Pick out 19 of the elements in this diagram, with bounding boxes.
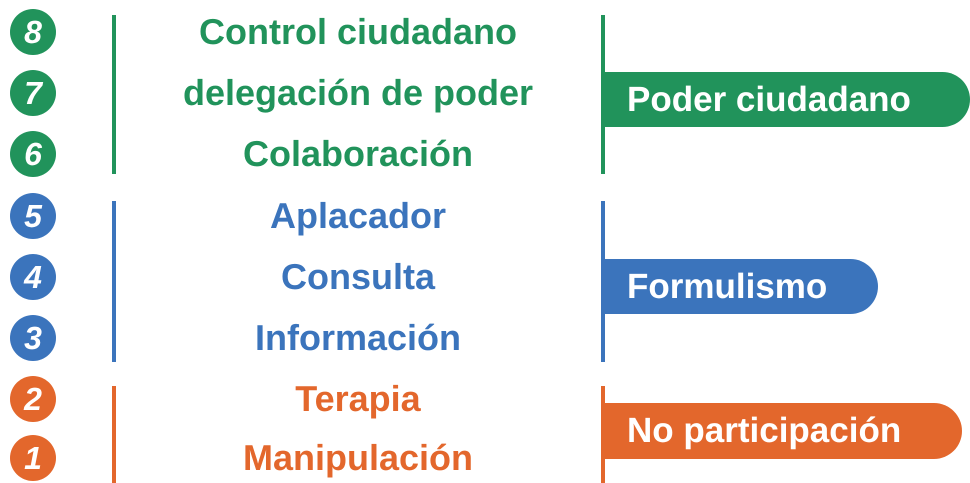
rung-label: Información <box>255 317 461 359</box>
category-tab: Formulismo <box>603 259 878 314</box>
rung-label: Consulta <box>281 256 435 298</box>
rung-label: delegación de poder <box>182 72 534 114</box>
number-circle: 6 <box>10 131 56 177</box>
category-tab: Poder ciudadano <box>603 72 970 127</box>
rung-label: Manipulación <box>243 437 473 479</box>
rung-label: Colaboración <box>242 133 474 175</box>
number-circle: 2 <box>10 376 56 422</box>
number-circle: 7 <box>10 70 56 116</box>
rung-label: Control ciudadano <box>199 11 517 53</box>
number-circle: 8 <box>10 9 56 55</box>
rung-label: Aplacador <box>270 195 446 237</box>
number-circle: 1 <box>10 435 56 481</box>
number-circle: 4 <box>10 254 56 300</box>
category-tab: No participación <box>603 403 962 459</box>
rung-label: Terapia <box>295 378 421 420</box>
number-circle: 3 <box>10 315 56 361</box>
number-circle: 5 <box>10 193 56 239</box>
